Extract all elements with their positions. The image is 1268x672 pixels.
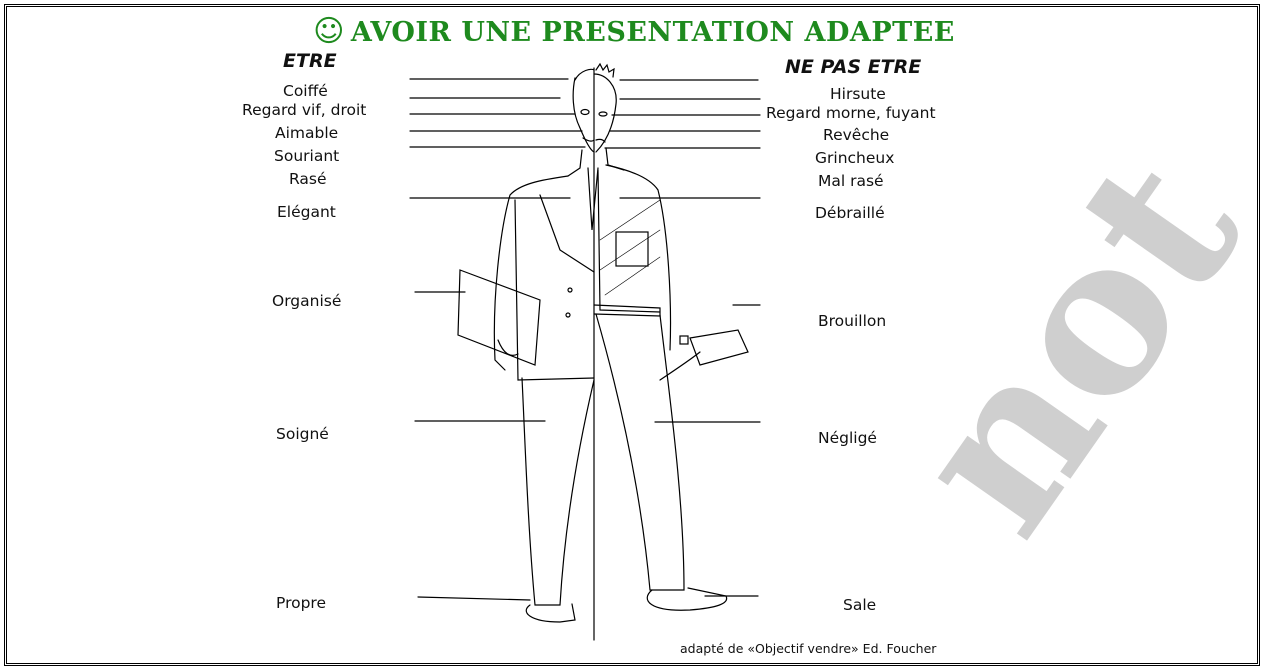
- shoe-left: [526, 604, 575, 622]
- eye-left: [581, 110, 589, 115]
- trouser-right: [596, 314, 684, 590]
- trouser-left: [522, 378, 594, 605]
- jacket-button-1: [568, 288, 572, 292]
- leader-left-propre: [418, 597, 530, 600]
- wristwatch: [680, 336, 688, 344]
- mouth-smile: [583, 138, 594, 141]
- shirt-body-right: [598, 170, 660, 312]
- tie: [588, 168, 598, 230]
- jacket-button-2: [566, 313, 570, 317]
- collar-left: [568, 150, 582, 176]
- jacket-left-sleeve: [494, 176, 568, 370]
- shirt-hatching: [600, 200, 660, 295]
- hair-left: [575, 69, 594, 80]
- folder: [458, 270, 540, 365]
- loose-papers: [690, 330, 748, 365]
- eye-right: [599, 112, 607, 116]
- jacket-lapel: [540, 195, 594, 272]
- shoe-right: [647, 588, 726, 610]
- jacket-body-left: [515, 200, 594, 380]
- head-right-outline: [594, 74, 616, 152]
- left-hand: [498, 340, 518, 355]
